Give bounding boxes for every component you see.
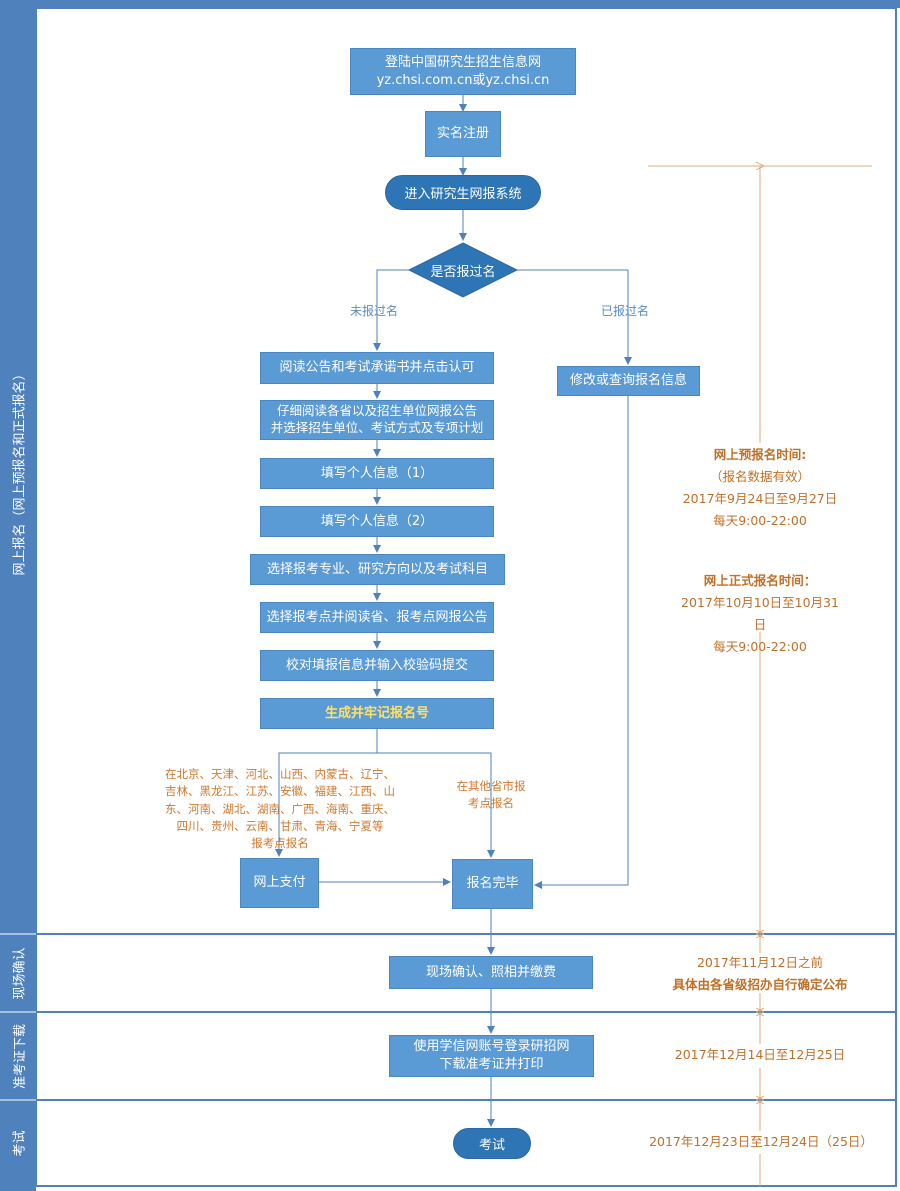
lane-label-exam: 考试 (12, 1129, 28, 1157)
lane-label-bar (0, 0, 36, 1191)
generate-number-node: 生成并牢记报名号 (260, 698, 494, 729)
top-border (0, 0, 900, 8)
exam-node: 考试 (453, 1128, 531, 1159)
decision-diamond (407, 242, 519, 298)
read-detail-node: 仔细阅读各省以及招生单位网报公告 并选择招生单位、考试方式及专项计划 (260, 400, 494, 440)
register-node: 实名注册 (425, 111, 501, 157)
formal-registration-time: 网上正式报名时间： 2017年10月10日至10月31日 每天9:00-22:0… (681, 573, 839, 654)
choose-site-node: 选择报考点并阅读省、报考点网报公告 (260, 602, 494, 633)
choose-major-node: 选择报考专业、研究方向以及考试科目 (250, 554, 505, 585)
download-time: 2017年12月14日至12月25日 (650, 1044, 870, 1066)
exam-time: 2017年12月23日至12月24日（25日） (630, 1131, 892, 1153)
fill-info-2-node: 填写个人信息（2） (260, 506, 494, 537)
other-provinces-note: 在其他省市报 考点报名 (456, 779, 526, 811)
verify-submit-node: 校对填报信息并输入校验码提交 (260, 650, 494, 681)
login-line-2: yz.chsi.com.cn或yz.chsi.cn (376, 72, 550, 88)
branch-yes-label: 已报过名 (601, 304, 650, 318)
onsite-confirm-node: 现场确认、照相并缴费 (389, 956, 593, 989)
read-notice-node: 阅读公告和考试承诺书并点击认可 (260, 352, 494, 384)
timeline (648, 166, 872, 1186)
pay-online-node: 网上支付 (240, 858, 319, 908)
enter-system-node: 进入研究生网报系统 (385, 175, 541, 210)
confirm-time: 2017年11月12日之前 具体由各省级招办自行确定公布 (672, 955, 848, 992)
lane-label-admit: 准考证下载 (12, 1023, 28, 1089)
decision-label: 是否报过名 (430, 264, 496, 280)
preregistration-time: 网上预报名时间: （报名数据有效） 2017年9月24日至9月27日 每天9:0… (682, 447, 838, 528)
login-line-1: 登陆中国研究生招生信息网 (384, 54, 541, 70)
lane-frame (35, 7, 897, 1187)
provinces-pay-note: 在北京、天津、河北、山西、内蒙古、辽宁、 吉林、黑龙江、江苏、安徽、福建、江西、… (165, 767, 395, 850)
login-node: 登陆中国研究生招生信息网 yz.chsi.com.cn或yz.chsi.cn (350, 48, 576, 95)
branch-no-label: 未报过名 (350, 304, 399, 318)
fill-info-1-node: 填写个人信息（1） (260, 458, 494, 489)
lane-label-confirm: 现场确认 (12, 946, 28, 1000)
modify-query-node: 修改或查询报名信息 (557, 366, 700, 396)
registration-done-node: 报名完毕 (452, 859, 533, 909)
download-ticket-node: 使用学信网账号登录研招网 下载准考证并打印 (389, 1035, 594, 1077)
lane-label-online: 网上报名（网上预报名和正式报名） (12, 366, 28, 576)
